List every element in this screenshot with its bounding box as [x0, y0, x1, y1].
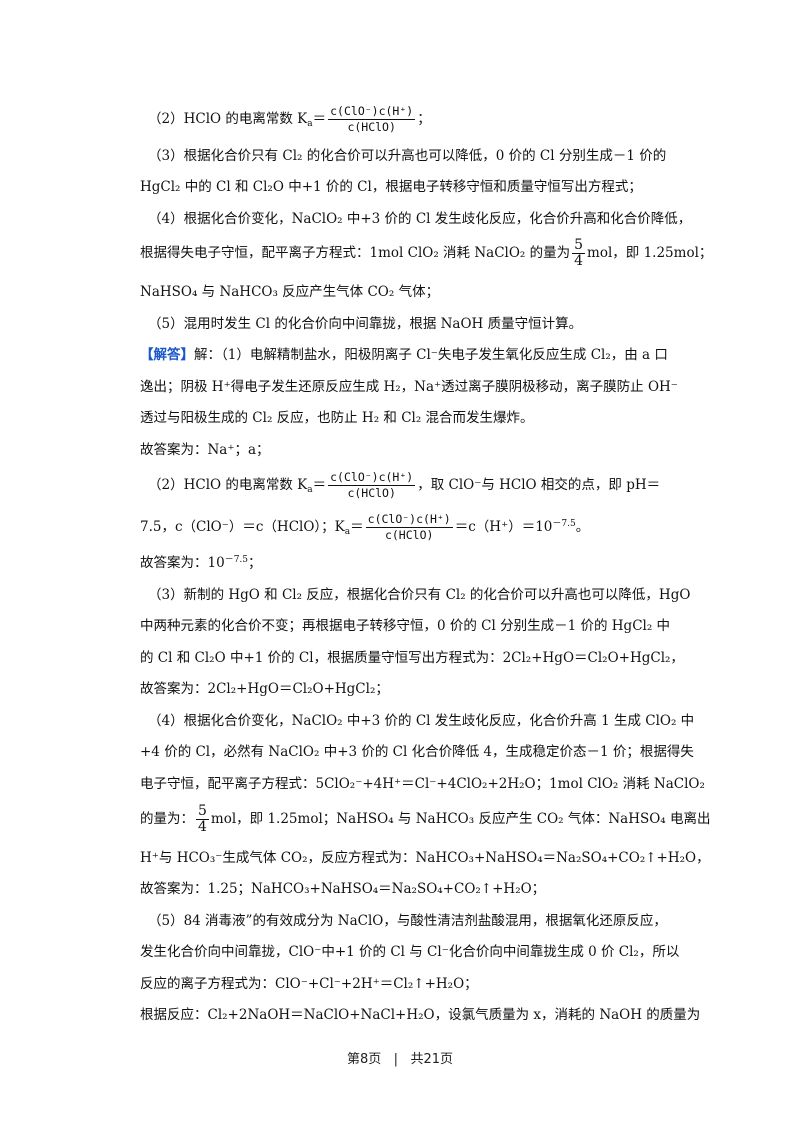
total-pages: 共21页	[410, 1052, 454, 1067]
subscript: a	[307, 485, 313, 495]
text-line: （2）HClO 的电离常数 Ka＝c(ClO⁻)c(H⁺)c(HClO)；	[148, 104, 431, 135]
subscript: a	[307, 119, 313, 129]
superscript: －7.5	[552, 519, 576, 529]
text-line: （4）根据化合价变化，NaClO₂ 中+3 价的 Cl 发生歧化反应，化合价升高…	[148, 713, 695, 729]
line-text: （2）HClO 的电离常数 K	[148, 477, 308, 493]
text-line: 故答案为：2Cl₂+HgO＝Cl₂O+HgCl₂；	[140, 681, 389, 697]
page-number: 第8页	[346, 1052, 382, 1067]
text-line: 根据反应：Cl₂+2NaOH＝NaClO+NaCl+H₂O，设氯气质量为 x，消…	[140, 1007, 701, 1023]
text-line: 7.5，c（ClO⁻）＝c（HClO）；Ka＝c(ClO⁻)c(H⁺)c(HCl…	[140, 512, 589, 543]
text-line: NaHSO₄ 与 NaHCO₃ 反应产生气体 CO₂ 气体；	[140, 284, 440, 300]
text-line: 发生化合价向中间靠拢，ClO⁻中+1 价的 Cl 与 Cl⁻化合价向中间靠拢生成…	[140, 944, 680, 960]
ka-fraction: c(ClO⁻)c(H⁺)c(HClO)	[328, 470, 416, 501]
fraction-numerator: c(ClO⁻)c(H⁺)	[328, 470, 416, 486]
text-line: 中两种元素的化合价不变；再根据电子转移守恒，0 价的 Cl 分别生成－1 价的 …	[140, 618, 671, 634]
text-line: 的 Cl 和 Cl₂O 中+1 价的 Cl，根据质量守恒写出方程式为：2Cl₂+…	[140, 650, 684, 666]
line-text: ＝	[350, 519, 364, 535]
text-line: 电子守恒，配平离子方程式：5ClO₂⁻+4H⁺＝Cl⁻+4ClO₂+2H₂O；1…	[140, 776, 705, 792]
fraction-denominator: c(HClO)	[384, 528, 434, 542]
text-line: （2）HClO 的电离常数 Ka＝c(ClO⁻)c(H⁺)c(HClO)，取 C…	[148, 470, 660, 501]
text-line: （4）根据化合价变化，NaClO₂ 中+3 价的 Cl 发生歧化反应，化合价升高…	[148, 211, 692, 227]
superscript: －7.5	[224, 555, 249, 565]
fraction-denominator: 4	[198, 819, 207, 835]
line-text: ＝	[312, 477, 327, 493]
answer-heading: 【解答】	[140, 347, 194, 363]
text-line: 【解答】解：（1）电解精制盐水，阳极阴离子 Cl⁻失电子发生氧化反应生成 Cl₂…	[140, 345, 668, 365]
fraction-denominator: c(HClO)	[347, 486, 396, 500]
text-line: 根据得失电子守恒，配平离子方程式：1mol ClO₂ 消耗 NaClO₂ 的量为…	[140, 238, 712, 269]
text-line: HgCl₂ 中的 Cl 和 Cl₂O 中+1 价的 Cl，根据电子转移守恒和质量…	[140, 179, 642, 195]
fraction-denominator: 4	[574, 253, 584, 269]
text-line: （5）混用时发生 Cl 的化合价向中间靠拢，根据 NaOH 质量守恒计算。	[148, 316, 583, 332]
text-line: 故答案为：Na⁺；a；	[140, 442, 270, 458]
line-text: 解：（1）电解精制盐水，阳极阴离子 Cl⁻失电子发生氧化反应生成 Cl₂，由 a…	[194, 347, 668, 363]
text-line: （3）新制的 HgO 和 Cl₂ 反应，根据化合价只有 Cl₂ 的化合价可以升高…	[148, 587, 691, 603]
page-footer: 第8页 | 共21页	[0, 1048, 800, 1067]
text-line: 透过与阳极生成的 Cl₂ 反应，也防止 H₂ 和 Cl₂ 混合而发生爆炸。	[140, 410, 534, 426]
ka-fraction: c(ClO⁻)c(H⁺)c(HClO)	[365, 512, 453, 543]
footer-separator: |	[393, 1052, 399, 1067]
text-line: 故答案为：10－7.5；	[140, 553, 262, 573]
fraction-numerator: 5	[572, 237, 586, 254]
line-text: 7.5，c（ClO⁻）＝c（HClO）；K	[140, 519, 345, 535]
fraction-denominator: c(HClO)	[347, 120, 396, 134]
line-text: 根据得失电子守恒，配平离子方程式：1mol ClO₂ 消耗 NaClO₂ 的量为	[140, 245, 571, 261]
line-text: 故答案为：10	[140, 555, 225, 571]
text-line: 反应的离子方程式为：ClO⁻+Cl⁻+2H⁺＝Cl₂↑+H₂O；	[140, 976, 478, 992]
ka-fraction: c(ClO⁻)c(H⁺)c(HClO)	[328, 104, 416, 135]
subscript: a	[344, 527, 351, 537]
fraction-numerator: c(ClO⁻)c(H⁺)	[328, 104, 416, 120]
text-line: （3）根据化合价只有 Cl₂ 的化合价可以升高也可以降低，0 价的 Cl 分别生…	[148, 148, 667, 164]
line-text: ，取 ClO⁻与 HClO 相交的点，即 pH＝	[417, 477, 661, 493]
line-text: ＝	[312, 111, 327, 127]
text-line: （5）84 消毒液”的有效成分为 NaClO，与酸性清洁剂盐酸混用，根据氧化还原…	[148, 913, 667, 929]
line-text: mol，即 1.25mol；	[587, 245, 713, 261]
line-text: 。	[575, 519, 590, 535]
line-text: mol，即 1.25mol；NaHSO₄ 与 NaHCO₃ 反应产生 CO₂ 气…	[210, 811, 711, 827]
line-text: 的量为：	[140, 811, 194, 827]
text-line: H⁺与 HCO₃⁻生成气体 CO₂，反应方程式为：NaHCO₃+NaHSO₄＝N…	[140, 850, 710, 866]
text-line: 故答案为：1.25；NaHCO₃+NaHSO₄＝Na₂SO₄+CO₂↑+H₂O；	[140, 881, 546, 897]
line-text: ＝c（H⁺）＝10	[454, 519, 553, 535]
line-text: （2）HClO 的电离常数 K	[148, 111, 308, 127]
fraction-numerator: 5	[196, 803, 209, 820]
fraction-numerator: c(ClO⁻)c(H⁺)	[365, 512, 453, 528]
text-line: +4 价的 Cl，必然有 NaClO₂ 中+3 价的 Cl 化合价降低 4，生成…	[140, 744, 694, 760]
line-text: ；	[248, 555, 262, 571]
text-line: 逸出；阴极 H⁺得电子发生还原反应生成 H₂，Na⁺透过离子膜阴极移动，离子膜防…	[140, 379, 678, 395]
line-text: ；	[417, 111, 431, 127]
